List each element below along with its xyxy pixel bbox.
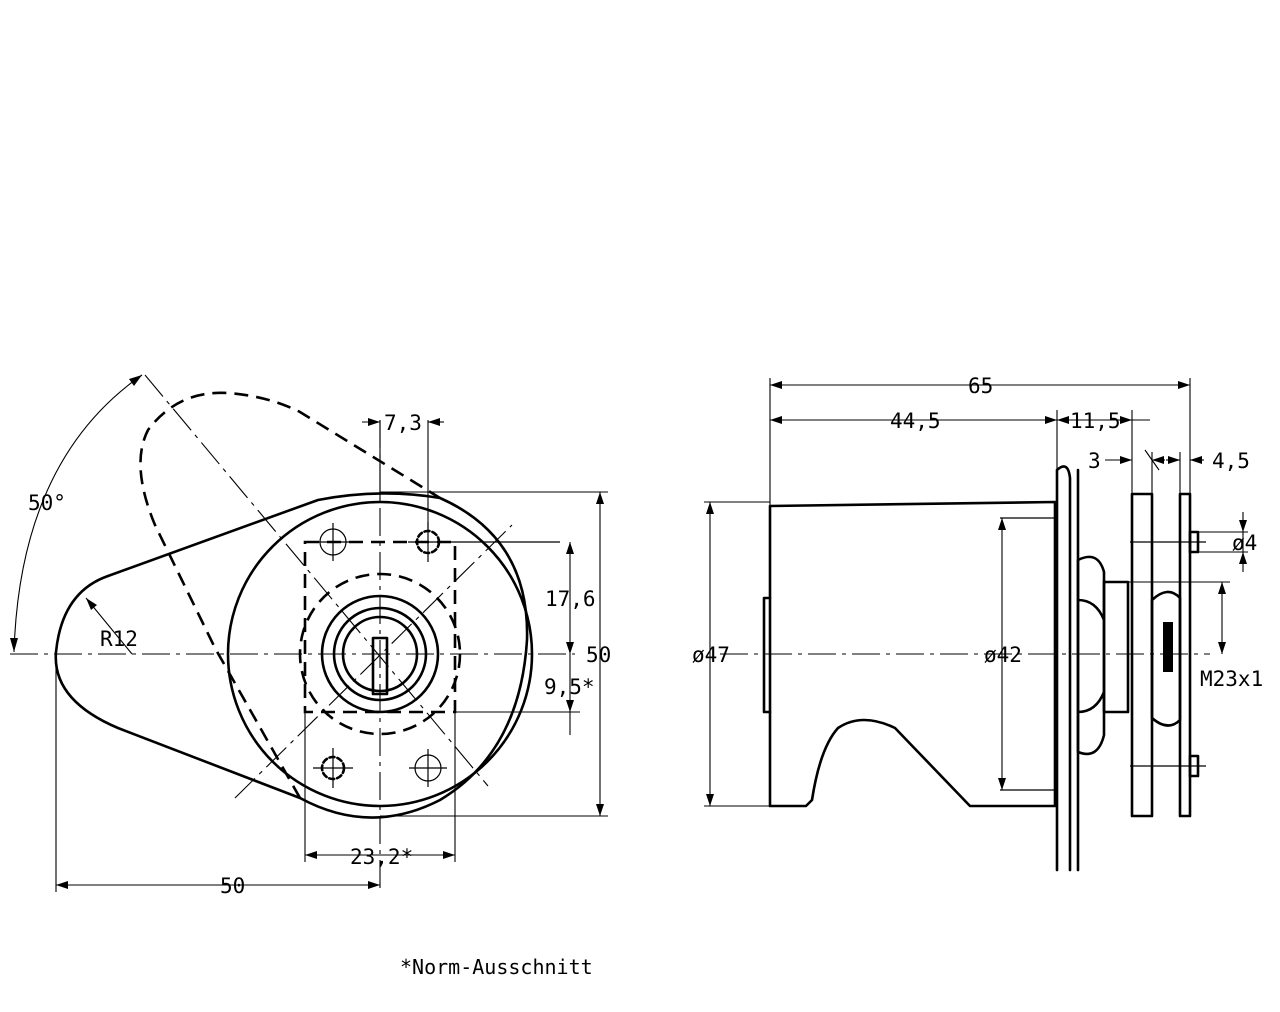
housing-body <box>768 500 1057 808</box>
angle-50-degrees: 50° <box>10 374 143 653</box>
label-r12: R12 <box>100 627 138 651</box>
dimension-50-height: 50 <box>380 491 611 817</box>
label-50-degrees: 50° <box>28 491 66 515</box>
label-50-height: 50 <box>586 643 611 667</box>
label-9-5: 9,5* <box>544 675 595 699</box>
dimension-dia-47: ø47 <box>692 501 770 807</box>
label-dia-4: ø4 <box>1232 531 1257 555</box>
screw-hole-top-left <box>314 523 352 561</box>
dimension-4-5: 4,5 <box>1166 449 1250 473</box>
dimension-9-5: 9,5* <box>455 654 595 735</box>
dimension-44-5: 44,5 <box>770 409 1057 433</box>
label-50-width: 50 <box>220 874 245 898</box>
label-23-2: 23,2* <box>350 845 413 869</box>
dimension-7-3: 7,3 <box>362 411 444 530</box>
diagonal-centerline-a <box>234 524 513 799</box>
dimension-dia-42: ø42 <box>984 518 1022 790</box>
mounting-nut <box>1076 555 1106 756</box>
dimension-dia-4: ø4 <box>1198 512 1257 572</box>
label-11-5: 11,5 <box>1070 409 1121 433</box>
thread-m23x1: M23x1 <box>1128 581 1263 691</box>
label-m23x1: M23x1 <box>1200 667 1263 691</box>
dimension-23-2: 23,2* <box>304 712 456 869</box>
label-4-5: 4,5 <box>1212 449 1250 473</box>
dimension-65: 65 <box>770 374 1190 398</box>
label-17-6: 17,6 <box>545 587 596 611</box>
front-view: 7,3 17,6 9,5* 50 <box>10 374 611 898</box>
dimension-50-width: 50 <box>55 654 380 898</box>
dimension-11-5: 11,5 <box>1057 409 1150 433</box>
thread-body <box>1102 580 1130 714</box>
swung-lever-dashed <box>139 391 441 799</box>
front-knob <box>762 596 772 714</box>
door-panel-break <box>1055 465 1080 872</box>
dimension-3: 3 <box>1088 449 1165 473</box>
label-dia-47: ø47 <box>692 643 730 667</box>
footnote-norm-ausschnitt: *Norm-Ausschnitt <box>400 955 593 979</box>
screw-hole-top-right <box>408 522 560 562</box>
cam-insert <box>1163 622 1173 672</box>
label-3: 3 <box>1088 449 1101 473</box>
cam-profile <box>1150 590 1182 727</box>
screw-hole-bottom-left <box>313 748 353 788</box>
flange-outline <box>54 492 529 819</box>
side-view: 65 44,5 11,5 3 <box>692 374 1263 872</box>
label-65: 65 <box>968 374 993 398</box>
label-dia-42: ø42 <box>984 643 1022 667</box>
label-44-5: 44,5 <box>890 409 941 433</box>
label-7-3: 7,3 <box>384 411 422 435</box>
radius-r12: R12 <box>85 597 138 655</box>
screw-hole-bottom-right <box>409 749 447 787</box>
dimension-17-6: 17,6 <box>545 542 596 654</box>
diagonal-centerline-b <box>144 374 489 787</box>
